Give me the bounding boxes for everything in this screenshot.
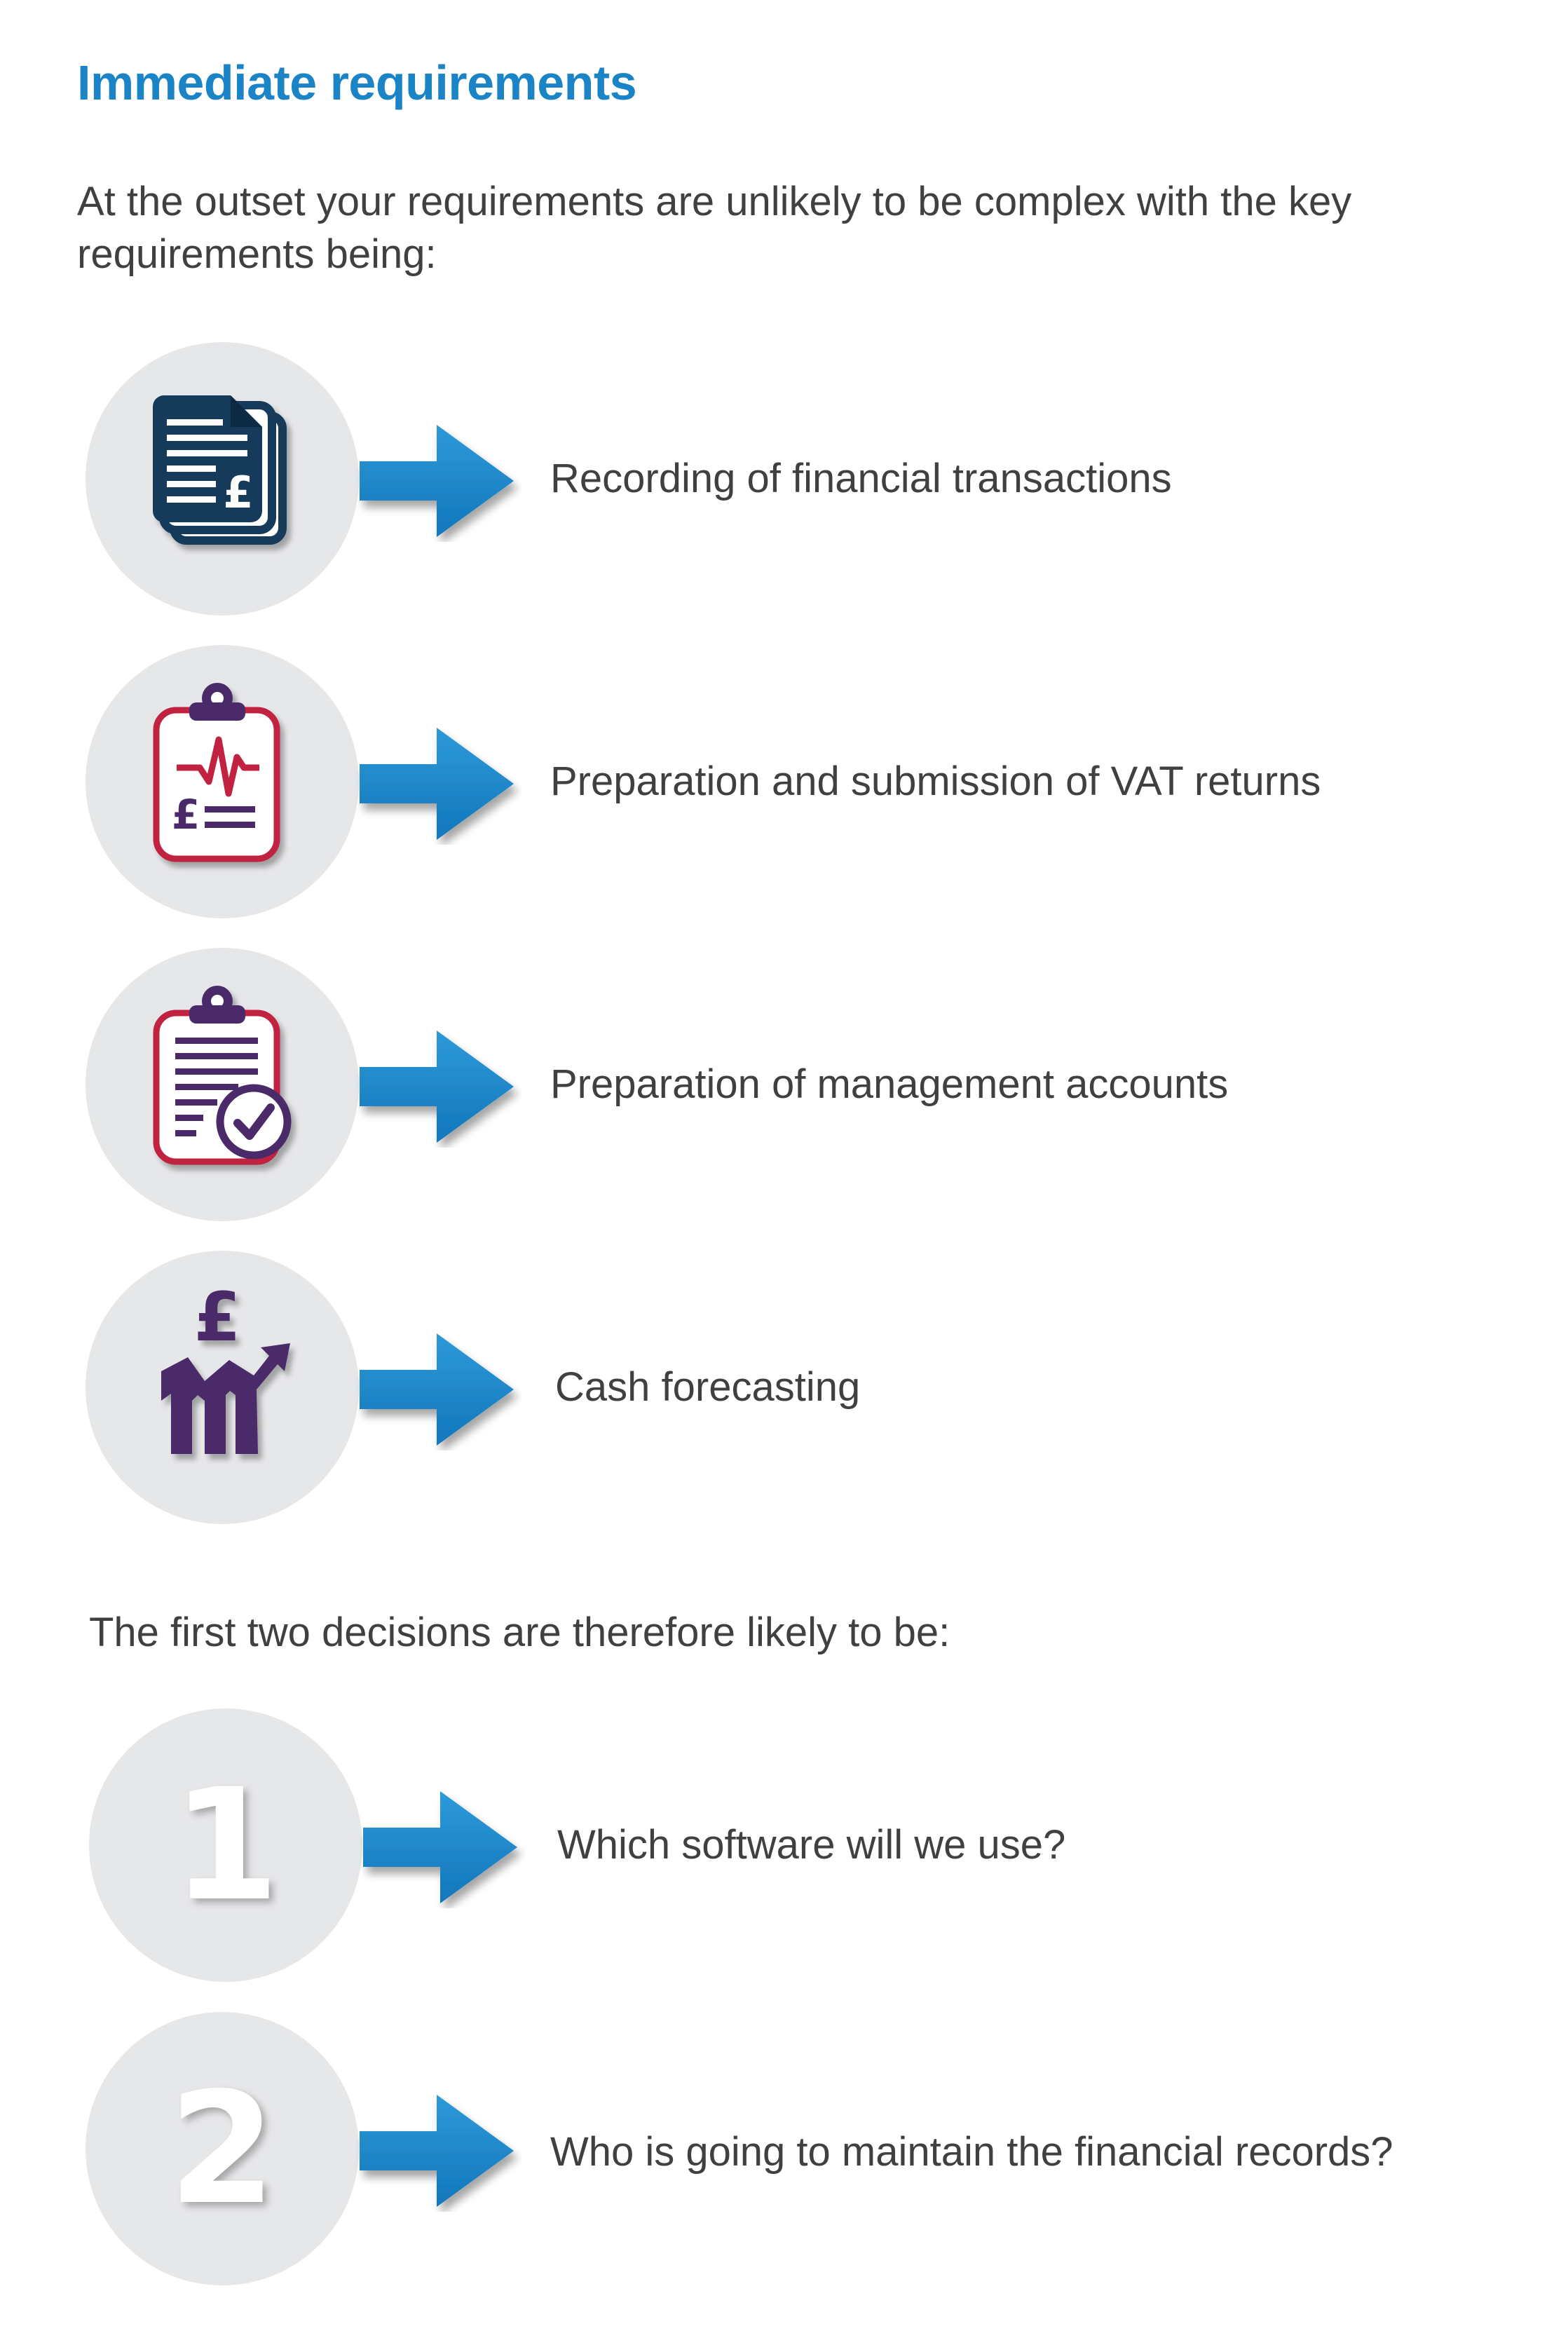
clipboard-pulse-pound-icon: £ [153,683,280,862]
arrow-right-icon [360,1333,514,1446]
intro-paragraph: At the outset your requirements are unli… [77,179,1352,277]
requirement-item: £ Recording of financial transactions [0,342,1568,616]
pound-growth-chart-icon: £ [161,1278,290,1454]
arrow-right-icon [363,1791,517,1903]
decision-item: 1 Which software will we use? [0,1708,1568,1982]
decision-label: Which software will we use? [557,1822,1066,1868]
decision-item: 2 Who is going to maintain the financial… [0,2012,1568,2285]
requirement-icon-circle: £ [86,342,359,616]
documents-pound-icon: £ [153,395,287,545]
decision-number-circle: 2 [86,2012,359,2285]
svg-text:£: £ [223,467,253,518]
page-title: Immediate requirements [77,55,637,110]
requirement-icon-circle [86,948,359,1221]
decision-number: 2 [168,2059,276,2238]
requirement-item: £ Cash forecasting [0,1251,1568,1524]
requirement-label: Recording of financial transactions [550,456,1172,501]
decision-label: Who is going to maintain the financial r… [550,2129,1393,2175]
clipboard-checklist-icon [153,986,292,1165]
svg-text:£: £ [172,791,200,838]
requirement-item: Preparation of management accounts [0,948,1568,1221]
arrow-right-icon [360,425,514,537]
requirement-label: Cash forecasting [555,1364,861,1410]
arrow-right-icon [360,1031,514,1143]
decision-number: 1 [172,1755,280,1935]
requirement-icon-circle: £ [86,645,359,918]
arrow-right-icon [360,2095,514,2207]
requirement-label: Preparation and submission of VAT return… [550,759,1321,804]
decision-number-circle: 1 [89,1708,362,1982]
requirement-icon-circle: £ [86,1251,359,1524]
requirement-label: Preparation of management accounts [550,1061,1229,1107]
arrow-right-icon [360,728,514,840]
decisions-intro: The first two decisions are therefore li… [89,1610,950,1655]
svg-text:£: £ [194,1278,241,1357]
requirement-item: £ Preparation and submission of VAT retu… [0,645,1568,918]
